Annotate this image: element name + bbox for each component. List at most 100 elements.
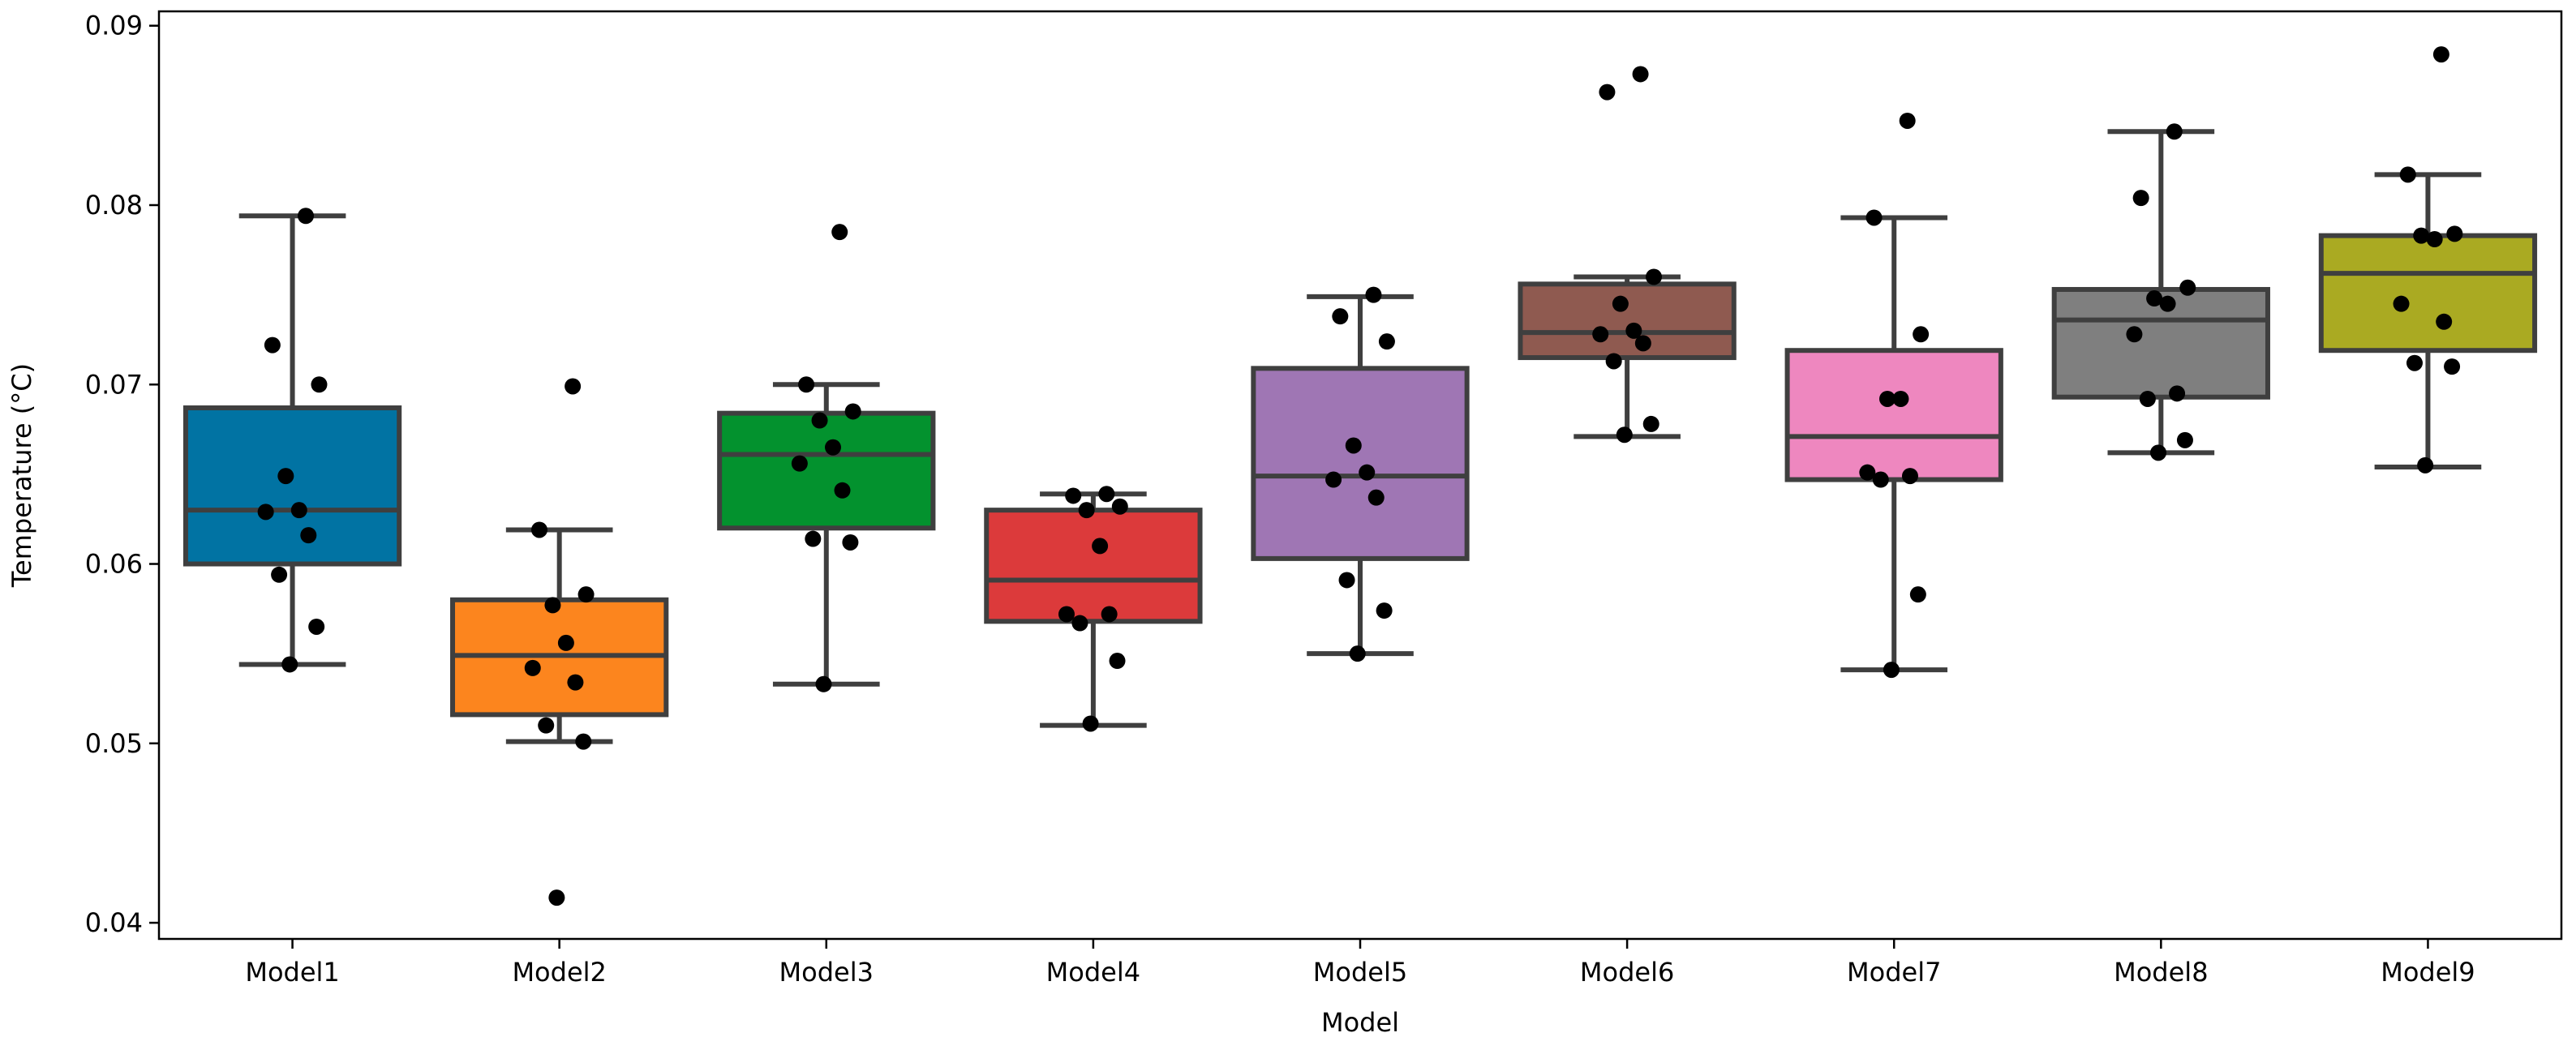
- data-point: [300, 527, 317, 544]
- y-tick-label: 0.05: [85, 728, 143, 759]
- data-point: [264, 336, 281, 354]
- data-point: [1078, 502, 1095, 519]
- data-point: [1878, 390, 1896, 407]
- data-point: [1909, 586, 1926, 603]
- data-point: [805, 530, 822, 547]
- data-point: [1634, 335, 1651, 352]
- data-point: [271, 566, 288, 583]
- iqr-box: [1784, 348, 2003, 482]
- y-tick-label: 0.09: [85, 11, 143, 41]
- x-tick-label: Model8: [2114, 957, 2208, 988]
- data-point: [1872, 471, 1889, 488]
- data-point: [831, 224, 848, 241]
- data-point: [311, 376, 328, 393]
- box-Model4: [984, 486, 1203, 732]
- data-point: [1101, 606, 1118, 623]
- data-point: [1625, 322, 1642, 339]
- data-point: [308, 618, 325, 635]
- data-point: [575, 733, 592, 750]
- data-point: [1092, 538, 1109, 555]
- data-point: [1338, 572, 1355, 589]
- data-point: [815, 675, 832, 692]
- data-point: [2159, 295, 2176, 312]
- data-point: [2399, 166, 2416, 183]
- data-point: [1646, 268, 1663, 285]
- data-point: [2139, 390, 2156, 407]
- data-point: [1612, 295, 1629, 312]
- x-axis-label: Model: [1321, 1007, 1399, 1038]
- x-tick-label: Model1: [245, 957, 339, 988]
- data-point: [1065, 487, 1082, 504]
- data-point: [548, 889, 565, 906]
- data-point: [1345, 437, 1362, 454]
- iqr-box: [2318, 233, 2538, 354]
- data-point: [2444, 358, 2461, 375]
- data-point: [2150, 444, 2167, 461]
- data-point: [842, 534, 859, 551]
- box-Model5: [1251, 286, 1470, 662]
- data-point: [1899, 112, 1916, 129]
- data-point: [2166, 123, 2183, 140]
- data-point: [281, 656, 298, 673]
- x-tick-label: Model3: [779, 957, 874, 988]
- data-point: [1365, 286, 1382, 303]
- data-point: [1913, 326, 1930, 343]
- data-point: [1865, 209, 1883, 226]
- data-point: [298, 208, 315, 225]
- data-point: [1892, 390, 1909, 407]
- plot-marks: [182, 46, 2538, 906]
- data-point: [791, 455, 808, 472]
- data-point: [2176, 431, 2193, 448]
- y-tick-label: 0.08: [85, 190, 143, 221]
- data-point: [1359, 464, 1376, 481]
- data-point: [1071, 615, 1088, 632]
- data-point: [277, 468, 294, 485]
- box-Model3: [717, 224, 936, 692]
- data-point: [1378, 333, 1395, 350]
- data-point: [1111, 498, 1128, 515]
- data-point: [2413, 227, 2430, 244]
- data-point: [1332, 308, 1349, 325]
- data-point: [2393, 295, 2410, 312]
- data-point: [825, 439, 842, 456]
- data-point: [1616, 426, 1633, 444]
- data-point: [2417, 456, 2434, 474]
- iqr-box: [1518, 281, 1737, 361]
- y-tick-label: 0.06: [85, 549, 143, 580]
- data-point: [798, 376, 815, 393]
- data-point: [2169, 385, 2186, 402]
- data-point: [2132, 190, 2149, 207]
- data-point: [2126, 326, 2143, 343]
- data-point: [544, 597, 561, 614]
- y-axis-label: Temperature (°C): [6, 363, 37, 588]
- data-point: [1632, 66, 1649, 83]
- data-point: [1901, 468, 1918, 485]
- box-Model1: [182, 208, 402, 673]
- data-point: [1098, 486, 1115, 503]
- x-tick-label: Model5: [1313, 957, 1407, 988]
- data-point: [257, 504, 274, 521]
- iqr-box: [717, 410, 936, 531]
- data-point: [2446, 225, 2463, 242]
- data-point: [577, 586, 595, 603]
- data-point: [844, 403, 861, 420]
- data-point: [834, 482, 851, 499]
- data-point: [2436, 313, 2453, 330]
- data-point: [1367, 489, 1385, 506]
- x-tick-label: Model7: [1847, 957, 1941, 988]
- data-point: [1376, 602, 1393, 619]
- data-point: [1109, 653, 1126, 670]
- data-point: [530, 521, 547, 538]
- data-point: [1349, 645, 1366, 662]
- data-point: [2426, 231, 2443, 248]
- data-point: [1325, 471, 1342, 488]
- data-point: [1605, 353, 1622, 370]
- data-point: [1082, 715, 1099, 732]
- iqr-box: [182, 405, 402, 567]
- data-point: [1883, 662, 1900, 679]
- data-point: [2146, 290, 2163, 307]
- y-axis: 0.040.050.060.070.080.09: [85, 11, 159, 938]
- box-Model2: [450, 378, 669, 906]
- data-point: [567, 674, 584, 691]
